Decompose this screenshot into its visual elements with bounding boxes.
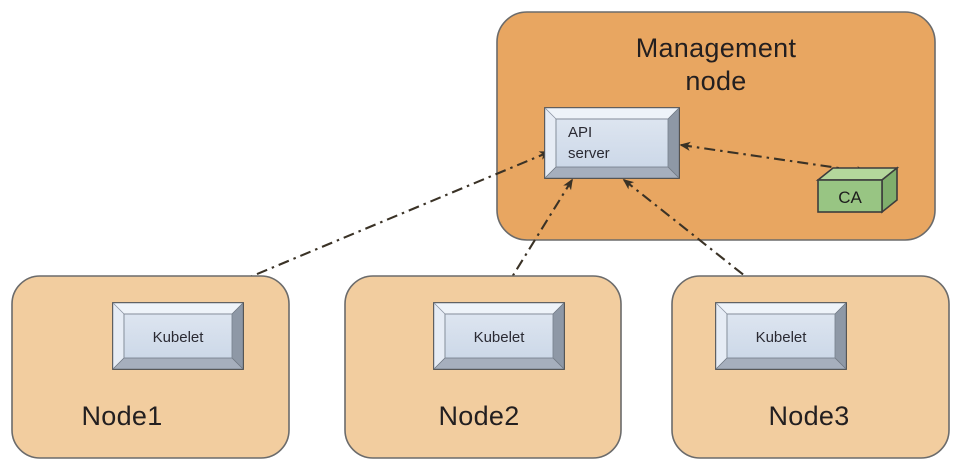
node3-kubelet-bevel-right	[834, 302, 847, 370]
node2-kubelet-box[interactable]: Kubelet	[433, 302, 565, 370]
node1-kubelet-label: Kubelet	[153, 329, 205, 346]
node1-kubelet-face	[123, 313, 233, 359]
worker-node-3[interactable]: Kubelet Node3	[671, 275, 950, 459]
api-server-bevel-left	[544, 107, 557, 179]
management-node-title-line2: node	[685, 66, 746, 96]
node1-kubelet-bevel-bottom	[112, 357, 244, 370]
api-server-face	[555, 118, 669, 168]
node3-kubelet-bevel-top	[715, 302, 847, 315]
node1-kubelet-bevel-top	[112, 302, 244, 315]
node1-kubelet-box[interactable]: Kubelet	[112, 302, 244, 370]
worker-node-2[interactable]: Kubelet Node2	[344, 275, 622, 459]
api-server-bevel-top	[544, 107, 680, 120]
node2-kubelet-bevel-bottom	[433, 357, 565, 370]
node2-kubelet-bevel-right	[552, 302, 565, 370]
worker-node-1[interactable]: Kubelet Node1	[11, 275, 290, 459]
ca-label: CA	[838, 188, 862, 207]
node3-kubelet-label: Kubelet	[756, 329, 808, 346]
node2-title: Node2	[438, 401, 519, 431]
node1-title: Node1	[81, 401, 162, 431]
node1-kubelet-bevel-left	[112, 302, 125, 370]
node3-kubelet-box[interactable]: Kubelet	[715, 302, 847, 370]
node3-kubelet-bevel-bottom	[715, 357, 847, 370]
management-node-title-line1: Management	[636, 33, 797, 63]
node3-title: Node3	[768, 401, 849, 431]
node2-kubelet-bevel-top	[433, 302, 565, 315]
api-server-box[interactable]: API server	[544, 107, 680, 179]
ca-box[interactable]: CA	[815, 166, 900, 214]
api-server-label-line1: API	[568, 124, 592, 141]
connector-api-server-ca	[679, 141, 868, 176]
node2-kubelet-face	[444, 313, 554, 359]
api-server-bevel-right	[667, 107, 680, 179]
api-server-bevel-bottom	[544, 166, 680, 179]
ca-box-front-face	[817, 179, 883, 213]
node3-kubelet-bevel-left	[715, 302, 728, 370]
node1-kubelet-bevel-right	[231, 302, 244, 370]
api-server-label-line2: server	[568, 145, 610, 162]
node3-kubelet-face	[726, 313, 836, 359]
node2-kubelet-label: Kubelet	[474, 329, 526, 346]
node2-kubelet-bevel-left	[433, 302, 446, 370]
